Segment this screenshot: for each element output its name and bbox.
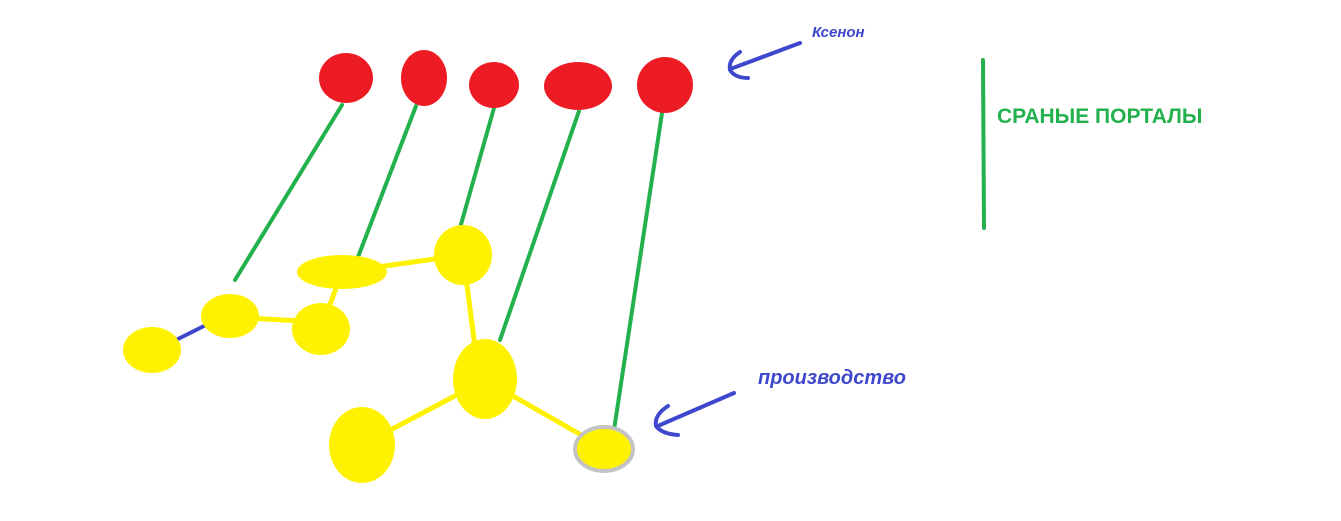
portal-line (612, 111, 664, 432)
arrow-production (653, 391, 736, 437)
yellow-nodes (123, 225, 517, 483)
yellow-node (292, 303, 350, 355)
red-node (401, 50, 447, 106)
yellow-node (297, 255, 387, 289)
yellow-node (329, 407, 395, 483)
yellow-node (434, 225, 492, 285)
arrow-xenon-head (727, 50, 750, 80)
arrow-production-head (653, 404, 680, 437)
portal-lines (233, 103, 664, 432)
yellow-connections (227, 252, 607, 451)
production-node (573, 425, 635, 473)
portal-line (233, 103, 344, 282)
arrow-xenon (727, 41, 802, 80)
xenon-label: Ксенон (812, 24, 865, 41)
yellow-node (123, 327, 181, 373)
portal-line (356, 104, 418, 259)
portal-line (458, 106, 496, 230)
production-label: производство (758, 367, 906, 389)
portal-line (498, 109, 581, 342)
arrow-production-shaft (658, 391, 736, 427)
red-node (544, 62, 612, 110)
portals-label: СРАНЫЕ ПОРТАЛЫ (997, 105, 1202, 128)
red-node (637, 57, 693, 113)
red-node (469, 62, 519, 108)
yellow-node (453, 339, 517, 419)
portal-legend-bar (981, 58, 986, 230)
red-node (319, 53, 373, 103)
yellow-node (201, 294, 259, 338)
arrow-xenon-shaft (731, 41, 802, 70)
red-nodes (319, 50, 693, 113)
